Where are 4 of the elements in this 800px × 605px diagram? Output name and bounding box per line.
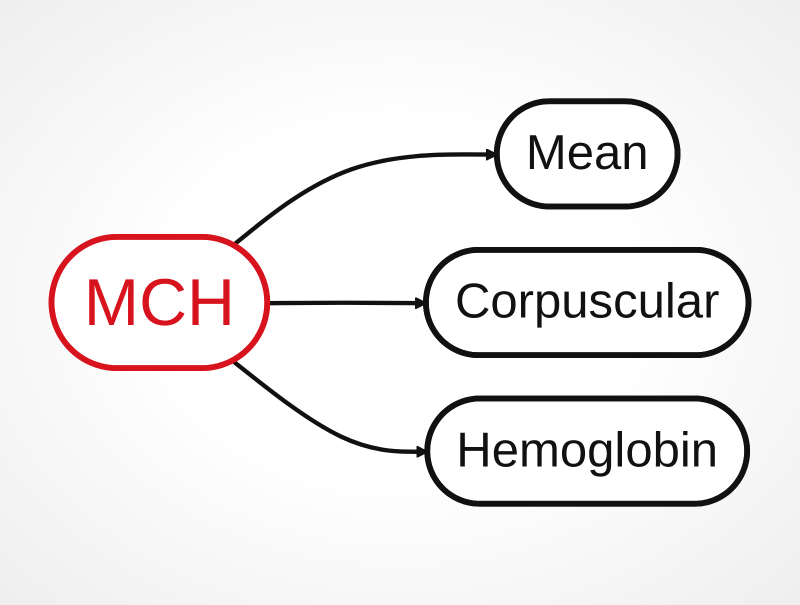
- word-oval: Hemoglobin: [424, 396, 750, 507]
- word-oval: Mean: [494, 98, 680, 210]
- word-oval: Corpuscular: [423, 246, 752, 358]
- acronym-oval: MCH: [48, 234, 270, 372]
